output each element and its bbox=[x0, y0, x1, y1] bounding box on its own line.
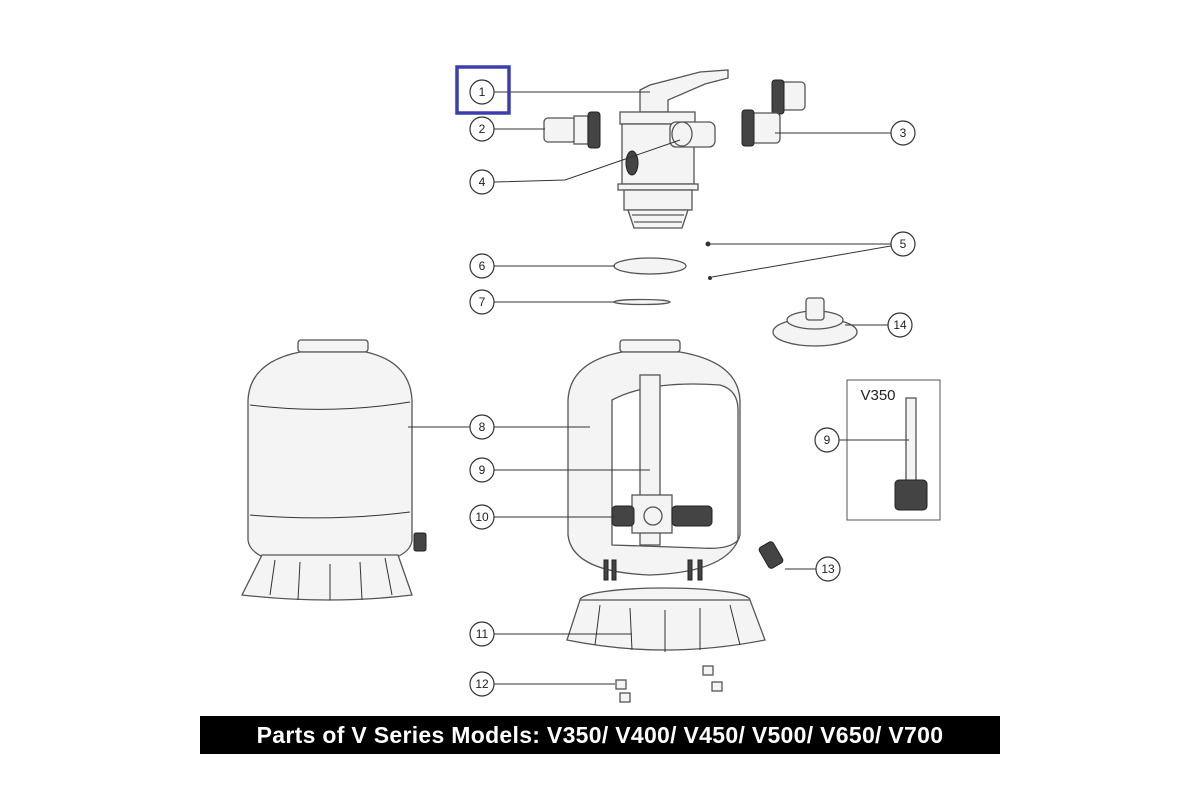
svg-text:9: 9 bbox=[824, 433, 831, 447]
callout-3[interactable]: 3 bbox=[890, 120, 916, 146]
svg-text:6: 6 bbox=[479, 259, 486, 273]
svg-text:14: 14 bbox=[893, 318, 907, 332]
callout-10[interactable]: 10 bbox=[469, 504, 495, 530]
tank-exterior bbox=[241, 339, 427, 601]
svg-text:5: 5 bbox=[900, 237, 907, 251]
union-left bbox=[543, 111, 601, 149]
svg-text:8: 8 bbox=[479, 420, 486, 434]
svg-text:10: 10 bbox=[475, 510, 489, 524]
callout-12[interactable]: 12 bbox=[469, 671, 495, 697]
svg-text:9: 9 bbox=[479, 463, 486, 477]
highlight-box[interactable] bbox=[455, 65, 511, 115]
callout-11[interactable]: 11 bbox=[469, 621, 495, 647]
multiport-valve bbox=[617, 69, 729, 229]
callout-13[interactable]: 13 bbox=[815, 556, 841, 582]
inset-box bbox=[846, 379, 941, 521]
svg-text:7: 7 bbox=[479, 295, 486, 309]
svg-text:3: 3 bbox=[900, 126, 907, 140]
callout-4[interactable]: 4 bbox=[469, 169, 495, 195]
caption-banner: Parts of V Series Models: V350/ V400/ V4… bbox=[200, 716, 1000, 754]
callout-9[interactable]: 9 bbox=[469, 457, 495, 483]
svg-text:11: 11 bbox=[476, 627, 489, 641]
callout-7[interactable]: 7 bbox=[469, 289, 495, 315]
inset-label: V350 bbox=[860, 387, 895, 404]
feet bbox=[615, 665, 723, 703]
callout-6[interactable]: 6 bbox=[469, 253, 495, 279]
union-right bbox=[741, 79, 806, 147]
svg-text:2: 2 bbox=[479, 122, 486, 136]
callout-9-inset[interactable]: 9 bbox=[814, 427, 840, 453]
leader-lines bbox=[408, 91, 909, 685]
callout-1[interactable]: 1 bbox=[469, 79, 495, 105]
callout-5[interactable]: 5 bbox=[890, 231, 916, 257]
hub bbox=[772, 297, 858, 347]
callout-14[interactable]: 14 bbox=[887, 312, 913, 338]
drain-plug bbox=[758, 541, 784, 569]
svg-text:13: 13 bbox=[821, 562, 835, 576]
callout-2[interactable]: 2 bbox=[469, 116, 495, 142]
tank-cutaway bbox=[567, 339, 741, 581]
svg-text:4: 4 bbox=[479, 175, 486, 189]
svg-text:12: 12 bbox=[475, 677, 489, 691]
tank-base bbox=[566, 587, 766, 652]
svg-text:1: 1 bbox=[479, 85, 486, 99]
callout-8[interactable]: 8 bbox=[469, 414, 495, 440]
